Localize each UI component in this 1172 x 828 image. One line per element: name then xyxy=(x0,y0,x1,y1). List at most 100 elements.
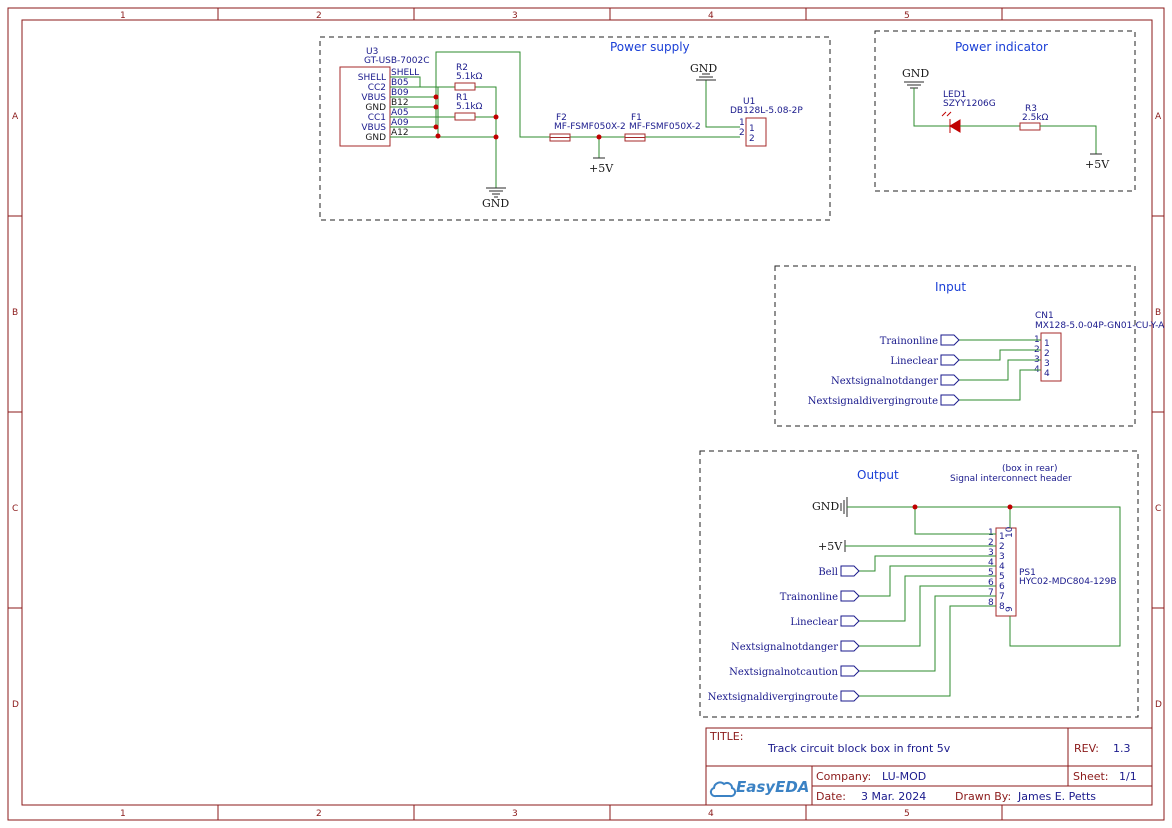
led1-part: SZYY1206G xyxy=(943,99,996,109)
date-label: Date: xyxy=(816,790,846,803)
net-label: Nextsignalnotdanger xyxy=(731,642,838,653)
u3-right-pin-labels: SHELL B05 B09 B12 A05 A09 A12 xyxy=(391,68,419,138)
pin-number: 2 xyxy=(749,134,755,144)
pin-number: 5 xyxy=(988,568,994,578)
pin-label: VBUS xyxy=(361,123,386,133)
row-label: B xyxy=(12,308,18,318)
pin-number: 9 xyxy=(1005,606,1015,612)
sheet-label: Sheet: xyxy=(1073,770,1109,783)
cn1-part: MX128-5.0-04P-GN01-CU-Y-A xyxy=(1035,321,1165,331)
input-net-labels: Trainonline Lineclear Nextsignalnotdange… xyxy=(808,336,938,407)
wire xyxy=(1040,125,1097,154)
u1-ref: U1 xyxy=(743,97,755,107)
block-title: Power supply xyxy=(610,40,690,54)
pin-label: SHELL xyxy=(358,73,386,83)
row-label: A xyxy=(1155,112,1162,122)
col-label: 3 xyxy=(512,11,518,21)
easyeda-logo-icon: EasyEDA xyxy=(709,778,809,798)
ground-symbol xyxy=(904,81,924,89)
net-label: Lineclear xyxy=(790,617,838,628)
block-title: Power indicator xyxy=(955,40,1048,54)
net-label: Nextsignaldivergingroute xyxy=(808,396,938,407)
row-labels-left: A B C D xyxy=(12,112,19,710)
ps1-pin-numbers: 1 2 3 4 5 6 7 8 1 2 3 4 5 6 7 8 9 10 xyxy=(988,526,1015,612)
block-title: Output xyxy=(857,468,899,482)
pin-number: 2 xyxy=(988,538,994,548)
gnd-label: GND xyxy=(482,197,509,210)
row-label: C xyxy=(1155,504,1161,514)
pin-number: 1 xyxy=(749,124,755,134)
output-port-flags xyxy=(840,565,860,702)
power-supply-block: Power supply U3 GT-USB-7002C SHELL CC2 V… xyxy=(319,36,831,221)
pin-number: 10 xyxy=(1005,526,1015,538)
logo-text: EasyEDA xyxy=(736,778,809,796)
pin-label: VBUS xyxy=(361,93,386,103)
rev-label: REV: xyxy=(1074,742,1099,755)
pin-number: 3 xyxy=(999,552,1005,562)
col-label: 1 xyxy=(120,809,126,819)
pin-number: 7 xyxy=(999,592,1005,602)
pin-number: 2 xyxy=(739,128,745,138)
ground-symbol xyxy=(696,73,716,81)
col-label: 3 xyxy=(512,809,518,819)
title-value: Track circuit block box in front 5v xyxy=(767,742,951,755)
net-label: Bell xyxy=(818,567,838,578)
pin-label: B09 xyxy=(391,88,409,98)
pin-number: 8 xyxy=(999,602,1005,612)
column-labels-bottom: 1 2 3 4 5 xyxy=(120,809,910,819)
pin-label: A09 xyxy=(391,118,409,128)
input-wires xyxy=(958,339,1041,401)
net-label: Nextsignalnotdanger xyxy=(831,376,938,387)
u3-wires xyxy=(390,51,740,188)
column-labels-top: 1 2 3 4 5 xyxy=(120,11,910,21)
col-label: 4 xyxy=(708,809,714,819)
row-label: A xyxy=(12,112,19,122)
r2-ref: R2 xyxy=(456,63,468,73)
resistor-r2 xyxy=(454,82,476,91)
pin-label: B05 xyxy=(391,78,409,88)
row-dividers xyxy=(8,215,1164,609)
net-label: Nextsignalnotcaution xyxy=(729,667,838,678)
pin-label: GND xyxy=(365,103,386,113)
header-ps1 xyxy=(995,527,1017,617)
junction-dots xyxy=(912,504,1013,510)
row-label: C xyxy=(12,504,18,514)
block-outline xyxy=(874,30,1136,192)
gnd-label: GND xyxy=(812,500,839,513)
col-label: 1 xyxy=(120,11,126,21)
column-dividers xyxy=(217,8,1003,820)
block-outline xyxy=(319,36,831,221)
ps1-ref: PS1 xyxy=(1019,568,1036,578)
resistor-r1 xyxy=(454,112,476,121)
pin-number: 3 xyxy=(988,548,994,558)
col-label: 2 xyxy=(316,11,322,21)
row-label: D xyxy=(1155,700,1162,710)
title-block: TITLE: Track circuit block box in front … xyxy=(705,727,1153,806)
net-label: Trainonline xyxy=(780,592,838,603)
r1-value: 5.1kΩ xyxy=(456,102,483,112)
company-label: Company: xyxy=(816,770,871,783)
cn1-ref: CN1 xyxy=(1035,311,1054,321)
row-label: D xyxy=(12,700,19,710)
net-label: Nextsignaldivergingroute xyxy=(708,692,838,703)
v5-label: +5V xyxy=(589,162,614,175)
note: Signal interconnect header xyxy=(950,474,1072,484)
pin-number: 1 xyxy=(739,118,745,128)
u3-ref: U3 xyxy=(366,47,378,57)
note: (box in rear) xyxy=(1002,464,1057,474)
v5-label: +5V xyxy=(818,540,843,553)
outer-border xyxy=(7,7,1165,821)
input-port-flags xyxy=(940,334,960,406)
terminal-block-u1 xyxy=(745,117,767,147)
drawn-by-value: James E. Petts xyxy=(1017,790,1096,803)
connector-cn1 xyxy=(1040,332,1062,382)
pin-number: 1 xyxy=(1044,339,1050,349)
row-labels-right: A B C D xyxy=(1155,112,1162,710)
pin-label: GND xyxy=(365,133,386,143)
pin-number: 1 xyxy=(988,528,994,538)
junction-dots xyxy=(433,94,602,140)
col-label: 2 xyxy=(316,809,322,819)
f2-ref: F2 xyxy=(556,113,567,123)
col-label: 5 xyxy=(904,809,910,819)
